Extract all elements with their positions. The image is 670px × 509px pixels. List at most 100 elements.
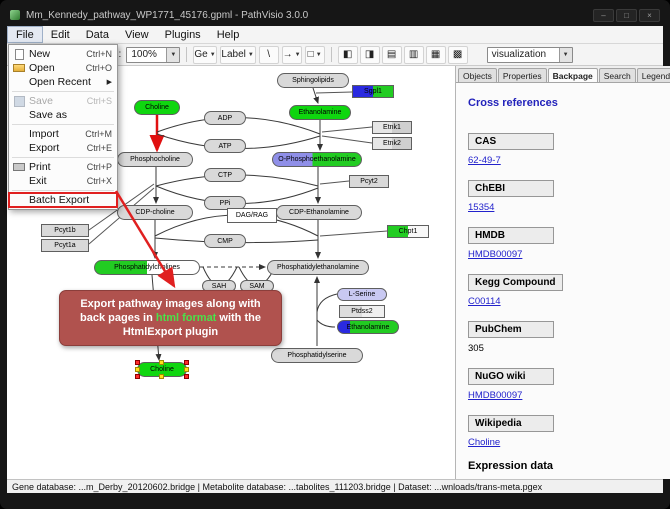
selection-handle[interactable] [184,366,189,372]
node-label: SAH [211,282,227,290]
selection-handle[interactable] [135,360,140,365]
pathway-node-cdp-choline[interactable]: CDP-choline [117,205,193,220]
pathway-node-choline[interactable]: Choline [134,100,180,115]
pathway-node-phosphatidylethanolamine[interactable]: Phosphatidylethanolamine [267,260,369,275]
pathway-node-phosphatidylcholines[interactable]: Phosphatidylcholines [94,260,200,275]
line-tool-button[interactable]: \ [258,45,279,64]
align-right-button[interactable]: ◨ [359,45,380,64]
pathway-node-pcyt1b[interactable]: Pcyt1b [41,224,89,237]
pathway-node-adp[interactable]: ADP [204,111,246,125]
pathway-node-cmp[interactable]: CMP [204,234,246,248]
tab-properties[interactable]: Properties [497,68,547,82]
match-width-button[interactable]: ▦ [425,45,446,64]
menu-item-save-as[interactable]: Save as [9,108,117,122]
menu-help[interactable]: Help [216,28,240,41]
tab-search[interactable]: Search [598,68,636,82]
node-label: CMP [217,237,233,245]
visualization-combobox[interactable]: visualization ▼ [486,46,573,63]
pathway-node-cdp-ethanolamine[interactable]: CDP-Ethanolamine [276,205,362,220]
minimize-button[interactable]: – [593,8,614,22]
titlebar[interactable]: Mm_Kennedy_pathway_WP1771_45176.gpml - P… [10,6,660,24]
node-label: Phosphatidylcholines [114,264,180,271]
node-label: Etnk2 [383,140,401,147]
align-left-button[interactable]: ◧ [337,45,358,64]
tab-legend[interactable]: Legend [636,68,670,82]
pathway-node-phosphocholine[interactable]: Phosphocholine [117,152,193,167]
align-top-button[interactable]: ▤ [381,45,402,64]
menu-file[interactable]: File [7,26,43,43]
match-height-button[interactable]: ▩ [447,45,468,64]
menu-item-batch-export[interactable]: Batch Export [8,192,118,208]
menu-item-label: Print [29,161,51,173]
menu-item-print[interactable]: Print Ctrl+P [9,160,117,174]
callout-text: with the HtmlExport plugin [122,311,261,339]
menu-item-open-recent[interactable]: Open Recent▶ [9,75,117,89]
selection-handle[interactable] [135,366,140,372]
pathway-node-ethanolamine[interactable]: Ethanolamine [289,105,351,120]
xref-link[interactable]: Choline [468,437,501,448]
menu-edit[interactable]: Edit [50,28,70,41]
caret-icon[interactable]: ▼ [558,47,572,62]
zoom-combobox[interactable]: 100% ▼ [126,46,181,63]
maximize-button[interactable]: □ [616,8,637,22]
pathway-edge [315,91,353,94]
menu-view[interactable]: View [124,28,149,41]
tab-backpage[interactable]: Backpage [547,68,598,82]
label-node-button[interactable]: Label▼ [219,45,256,64]
node-label: DAG/RAG [235,212,269,219]
pathway-node-ptdss2[interactable]: Ptdss2 [339,305,385,318]
tab-objects[interactable]: Objects [458,68,497,82]
xref-link[interactable]: HMDB00097 [468,249,523,260]
selection-handle[interactable] [184,374,189,379]
selection-handle[interactable] [159,374,164,379]
pathway-node-etnk1[interactable]: Etnk1 [372,121,412,134]
menu-shortcut: Ctrl+P [86,162,112,172]
menu-data[interactable]: Data [85,28,109,41]
callout-text: Export pathway images along with back pa… [80,297,261,324]
pathway-node-choline[interactable]: Choline [135,360,189,379]
selection-handle[interactable] [159,360,164,365]
gene-node-button[interactable]: Ge▼ [193,45,217,64]
node-label: CDP-Ethanolamine [289,209,349,216]
pathway-node-o-phosphoethanolamine[interactable]: O-Phosphoethanolamine [272,152,362,167]
pathway-node-etnk2[interactable]: Etnk2 [372,137,412,150]
align-bottom-button[interactable]: ▥ [403,45,424,64]
close-button[interactable]: × [639,8,660,22]
caret-icon[interactable]: ▼ [166,47,180,62]
arrow-tool-button[interactable]: →▼ [281,45,302,64]
selection-handle[interactable] [135,374,140,379]
pathway-node-ctp[interactable]: CTP [204,168,246,182]
pathway-node-pcyt1a[interactable]: Pcyt1a [41,239,89,252]
menu-separator [12,157,114,158]
xref-link[interactable]: HMDB00097 [468,390,523,401]
pathway-node-sgpl1[interactable]: Sgpl1 [352,85,394,98]
pathway-node-ethanolamine[interactable]: Ethanolamine [337,320,399,334]
menu-plugins[interactable]: Plugins [164,28,201,41]
line-tool-icon: \ [267,49,271,60]
pathway-node-atp[interactable]: ATP [204,139,246,153]
xref-link[interactable]: 62-49-7 [468,155,501,166]
caret-icon: ▼ [247,51,254,58]
xref-link[interactable]: 15354 [468,202,495,213]
pathway-node-l-serine[interactable]: L-Serine [337,288,387,301]
pathway-node-sphingolipids[interactable]: Sphingolipids [277,73,349,88]
pathway-edge [316,293,338,313]
blank-icon [12,128,26,140]
node-label: CTP [218,171,232,179]
xref-header: NuGO wiki [468,368,554,385]
shape-tool-button[interactable]: □▼ [304,45,325,64]
pathway-node-phosphatidylserine[interactable]: Phosphatidylserine [271,348,363,363]
selection-handle[interactable] [184,360,189,365]
pathway-node-dag-rag[interactable]: DAG/RAG [227,208,277,223]
menu-item-label: Export [29,142,60,154]
pathway-node-pcyt2[interactable]: Pcyt2 [349,175,389,188]
xref-link[interactable]: C00114 [468,296,501,307]
pathway-node-chpt1[interactable]: Chpt1 [387,225,429,238]
arrow-tool-icon: → [282,49,293,60]
